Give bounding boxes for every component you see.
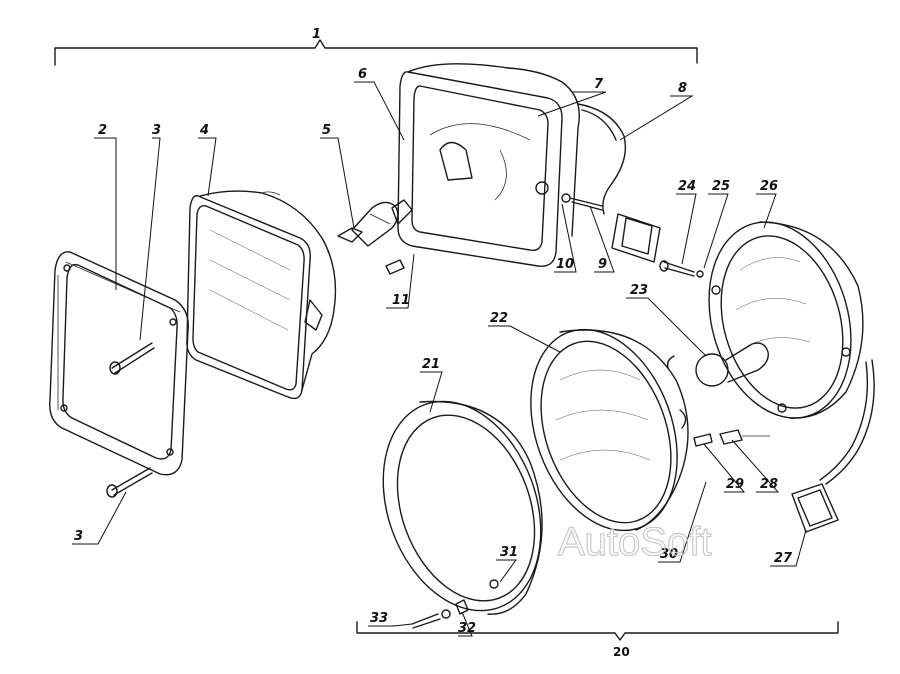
part-wire-harness xyxy=(577,103,661,263)
watermark-text: AutoSoft xyxy=(558,520,711,564)
part-bulb-round xyxy=(695,342,769,387)
label-10: 10 xyxy=(556,257,574,272)
label-32: 32 xyxy=(458,621,476,636)
label-26: 26 xyxy=(760,179,778,194)
label-25: 25 xyxy=(712,179,730,194)
label-31: 31 xyxy=(500,545,518,560)
bracket-group-20 xyxy=(356,621,839,641)
part-housing-square xyxy=(397,63,580,267)
label-22: 22 xyxy=(490,311,508,326)
part-parking-bulb xyxy=(385,259,405,275)
label-3-lower: 3 xyxy=(74,529,83,544)
label-28: 28 xyxy=(760,477,778,492)
label-8: 8 xyxy=(678,81,687,96)
label-29: 29 xyxy=(726,477,744,492)
label-1: 1 xyxy=(312,27,321,42)
label-11: 11 xyxy=(392,293,410,308)
labels: 1 2 3 4 5 6 7 8 9 10 11 3 21 22 23 24 25… xyxy=(74,27,793,659)
label-20: 20 xyxy=(613,645,630,659)
label-2: 2 xyxy=(98,123,107,138)
leaders xyxy=(72,81,807,637)
part-round-lamp-unit xyxy=(530,328,689,532)
label-33: 33 xyxy=(370,611,388,626)
label-24: 24 xyxy=(678,179,696,194)
label-4: 4 xyxy=(199,123,209,138)
part-square-lamp-unit xyxy=(186,190,337,400)
label-21: 21 xyxy=(422,357,440,372)
label-3-upper: 3 xyxy=(152,123,161,138)
part-screw-housing xyxy=(561,193,603,211)
part-round-rim xyxy=(382,400,543,615)
part-housing-round xyxy=(708,221,864,419)
part-clip-spring xyxy=(693,429,770,447)
label-30: 30 xyxy=(660,547,678,562)
label-6: 6 xyxy=(358,67,367,82)
label-27: 27 xyxy=(774,551,793,566)
bracket-group-1 xyxy=(54,39,698,66)
label-7: 7 xyxy=(594,77,604,92)
label-23: 23 xyxy=(630,283,648,298)
label-9: 9 xyxy=(598,257,607,272)
part-screw-lower xyxy=(106,467,153,498)
part-screw-rim xyxy=(411,599,469,629)
part-round-connector xyxy=(791,359,875,533)
part-screw-upper xyxy=(109,342,155,375)
label-5: 5 xyxy=(322,123,331,138)
part-screw-round xyxy=(659,260,704,278)
